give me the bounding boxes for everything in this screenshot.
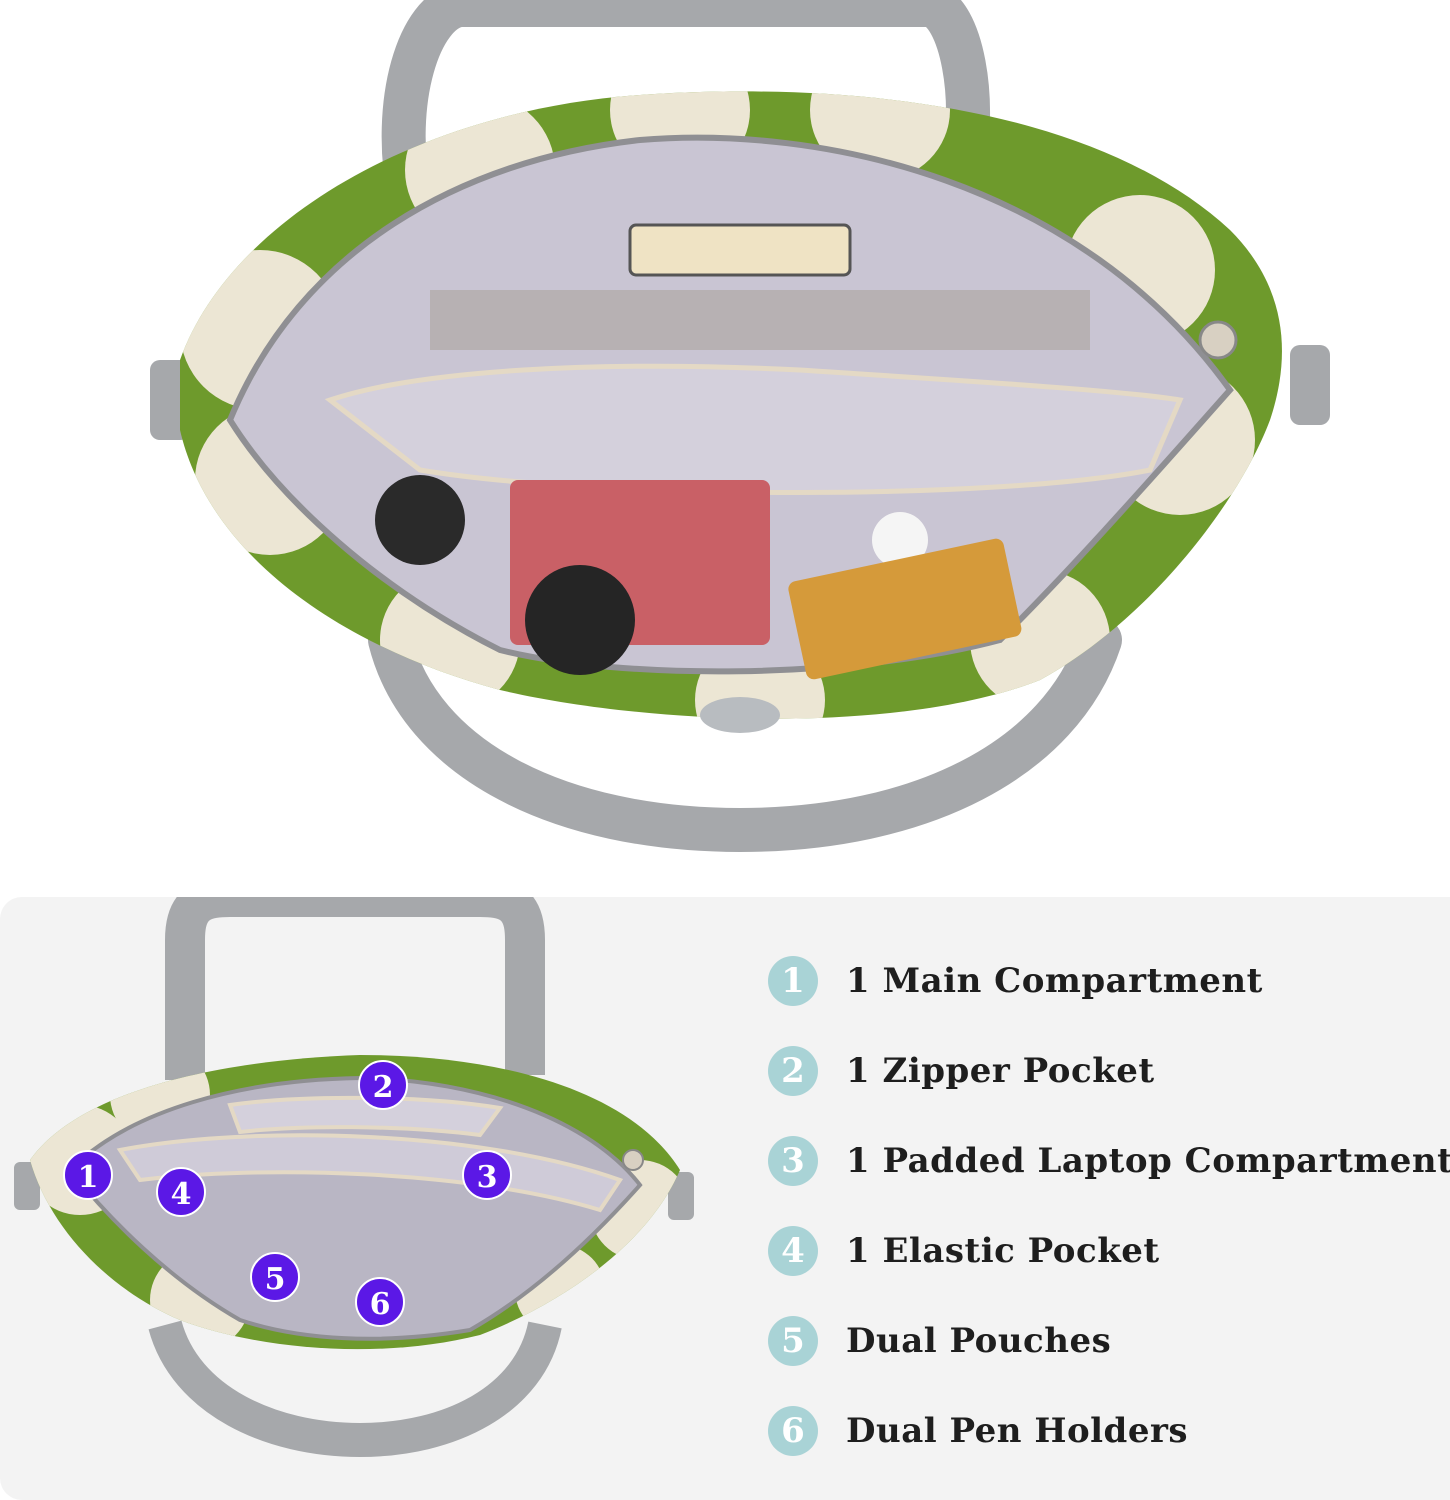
feature-number: 6 (768, 1406, 818, 1456)
feature-label: 1 Padded Laptop Compartment (846, 1141, 1450, 1181)
right-side-tab (1290, 345, 1330, 425)
marker-2: 2 (358, 1060, 408, 1110)
small-zipper-pocket (227, 1095, 504, 1138)
small-case (872, 512, 928, 568)
feature-number: 1 (768, 956, 818, 1006)
marker-4: 4 (156, 1167, 206, 1217)
marker-1-label: 1 (78, 1160, 99, 1195)
marker-5-label: 5 (265, 1262, 286, 1297)
feature-label: Dual Pouches (846, 1321, 1112, 1361)
zipper-pull (1198, 320, 1238, 360)
feature-item-laptop-compartment: 3 1 Padded Laptop Compartment (768, 1135, 1450, 1187)
marker-2-label: 2 (373, 1070, 394, 1105)
lens-cap (375, 475, 465, 565)
feature-number: 3 (768, 1136, 818, 1186)
inner-pocket (324, 363, 1184, 495)
feature-number: 5 (768, 1316, 818, 1366)
feature-label: 1 Elastic Pocket (846, 1231, 1160, 1271)
small-left-tab (14, 1162, 40, 1210)
feature-item-elastic-pocket: 4 1 Elastic Pocket (768, 1225, 1160, 1277)
feature-item-main-compartment: 1 1 Main Compartment (768, 955, 1263, 1007)
marker-1: 1 (63, 1150, 113, 1200)
top-handle-strap (381, 0, 991, 222)
marker-6-label: 6 (370, 1287, 391, 1322)
feature-label: 1 Zipper Pocket (846, 1051, 1155, 1091)
feature-item-dual-pouches: 5 Dual Pouches (768, 1315, 1111, 1367)
feature-label: 1 Main Compartment (846, 961, 1263, 1001)
round-item (525, 565, 635, 675)
marker-6: 6 (355, 1277, 405, 1327)
small-top-strap (165, 897, 545, 1080)
feature-item-zipper-pocket: 2 1 Zipper Pocket (768, 1045, 1155, 1097)
book (628, 223, 852, 277)
marker-3-label: 3 (477, 1160, 498, 1195)
brand-badge (700, 697, 780, 733)
marker-5: 5 (250, 1252, 300, 1302)
feature-number: 2 (768, 1046, 818, 1096)
small-bottom-strap (148, 1319, 562, 1458)
marker-4-label: 4 (171, 1177, 192, 1212)
compartment-diagram-photo: 1 2 3 4 5 6 (14, 897, 694, 1458)
feature-item-pen-holders: 6 Dual Pen Holders (768, 1405, 1188, 1457)
magazine (430, 290, 1090, 350)
bottom-handle-strap (368, 618, 1122, 853)
feature-label: Dual Pen Holders (846, 1411, 1189, 1451)
small-zipper-pull (622, 1149, 644, 1171)
small-right-tab (668, 1172, 694, 1220)
open-bag-photo (150, 0, 1330, 853)
marker-3: 3 (462, 1150, 512, 1200)
feature-number: 4 (768, 1226, 818, 1276)
wallet (788, 538, 1022, 680)
